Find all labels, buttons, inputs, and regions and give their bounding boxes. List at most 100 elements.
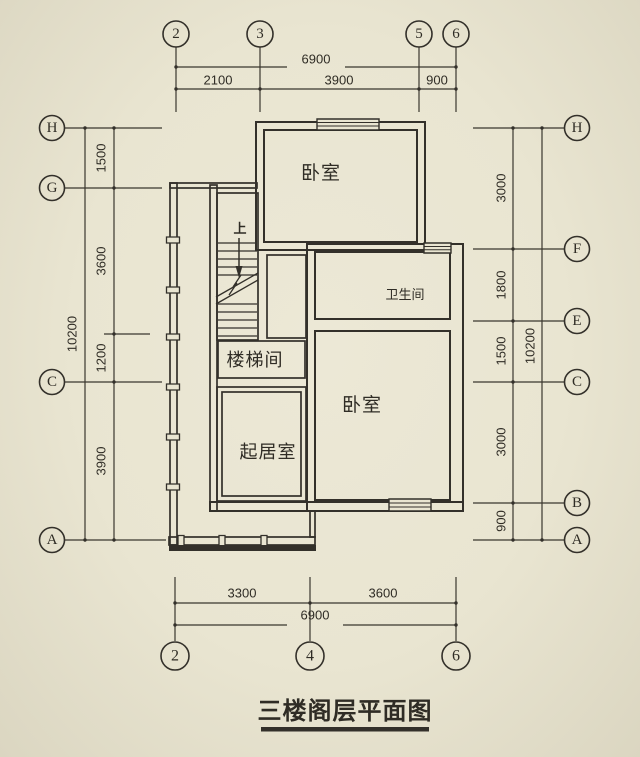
dim-left-seg-3: 1200 — [93, 344, 108, 373]
grid-bubble-right-E: E — [563, 307, 591, 335]
bottom-grid-stubs — [174, 577, 457, 641]
grid-bubble-right-F-circle — [563, 235, 591, 263]
grid-bubble-right-A-circle — [563, 526, 591, 554]
title-underline — [261, 727, 429, 732]
grid-bubble-left-A-circle — [38, 526, 66, 554]
grid-bubble-bottom-4-label: 4 — [306, 648, 314, 665]
stairwell-room-walls — [217, 340, 306, 379]
grid-bubble-right-H-label: H — [572, 120, 583, 136]
grid-bubble-left-A-label: A — [47, 532, 58, 548]
grid-bubble-top-6-label: 6 — [452, 26, 460, 42]
right-grid-lines — [473, 127, 564, 541]
grid-bubble-top-2-label: 2 — [172, 26, 180, 42]
grid-bubble-bottom-6-label: 6 — [452, 648, 460, 665]
grid-bubble-left-H: H — [38, 114, 66, 142]
grid-bubble-left-C-label: C — [47, 374, 57, 390]
dim-bottom-seg-1: 3300 — [228, 586, 257, 601]
grid-bubble-top-6: 6 — [442, 20, 470, 48]
grid-bubble-right-B-label: B — [572, 495, 582, 511]
bedroom-top-inner-wall — [263, 129, 418, 243]
bedroom-top-outer-wall — [255, 121, 426, 251]
grid-bubble-left-C-circle — [38, 368, 66, 396]
balcony-north-wall — [169, 182, 258, 189]
room-label-bedroom-top: 卧室 — [301, 162, 341, 184]
grid-bubble-right-C-label: C — [572, 374, 582, 390]
grid-bubble-right-B: B — [563, 489, 591, 517]
grid-bubble-bottom-6-circle — [441, 641, 471, 671]
grid-bubble-top-3-circle — [246, 20, 274, 48]
grid-bubble-right-F-label: F — [573, 241, 581, 257]
right-dimension-block: 3000 1800 1500 3000 900 10200 H F E C B … — [473, 114, 591, 554]
grid-bubble-top-5: 5 — [405, 20, 433, 48]
dim-right-seg-5: 900 — [493, 510, 508, 532]
balcony-rail-band — [169, 545, 316, 551]
dim-top-seg-2: 3900 — [325, 73, 354, 88]
grid-bubble-right-H: H — [563, 114, 591, 142]
up-arrow-head — [235, 266, 243, 278]
dim-right-seg-4: 3000 — [493, 428, 508, 457]
dim-bottom-overall: 6900 — [301, 608, 330, 623]
drawing-title: 三楼阁层平面图 — [258, 697, 433, 725]
dim-right-seg-2: 1800 — [493, 271, 508, 300]
stair-shaft-walls — [216, 192, 259, 341]
title-block: 三楼阁层平面图 — [258, 697, 433, 732]
bottom-dim-ticks — [173, 601, 458, 627]
left-dimension-block: 1500 3600 1200 3900 10200 H G C A — [38, 114, 166, 554]
room-label-living-room: 起居室 — [240, 442, 297, 463]
stair-treads — [218, 242, 257, 337]
grid-bubble-right-A: A — [563, 526, 591, 554]
dim-top-seg-1: 2100 — [204, 73, 233, 88]
stair-direction-label: 上 — [233, 222, 246, 237]
dim-top-seg-3: 900 — [426, 73, 448, 88]
grid-bubble-top-5-label: 5 — [415, 26, 423, 42]
stair-break-zigzag — [228, 274, 242, 296]
grid-bubble-left-G-circle — [38, 174, 66, 202]
dim-left-seg-1: 1500 — [93, 144, 108, 173]
room-label-bathroom: 卫生间 — [385, 288, 424, 303]
grid-bubble-left-H-circle — [38, 114, 66, 142]
bathroom-walls — [314, 251, 451, 320]
grid-bubble-left-H-label: H — [47, 120, 58, 136]
stair-break-lines — [215, 272, 259, 305]
grid-bubble-left-C: C — [38, 368, 66, 396]
stairs: 上 — [215, 192, 259, 341]
grid-bubble-right-E-label: E — [572, 313, 581, 329]
dim-left-seg-4: 3900 — [93, 447, 108, 476]
grid-bubble-top-6-circle — [442, 20, 470, 48]
grid-bubble-top-2: 2 — [162, 20, 190, 48]
top-dim-ticks — [174, 65, 458, 91]
grid-bubble-top-5-circle — [405, 20, 433, 48]
grid-bubble-left-A: A — [38, 526, 66, 554]
dim-left-overall: 10200 — [64, 316, 79, 352]
balcony-rail-south — [168, 536, 316, 546]
grid-bubble-right-H-circle — [563, 114, 591, 142]
grid-bubble-bottom-2-label: 2 — [171, 648, 179, 665]
dim-right-seg-1: 3000 — [493, 174, 508, 203]
grid-bubble-right-B-circle — [563, 489, 591, 517]
grid-bubble-bottom-2-circle — [160, 641, 190, 671]
grid-bubble-right-C: C — [563, 368, 591, 396]
grid-bubble-right-A-label: A — [572, 532, 583, 548]
balcony-east-return-wall — [309, 510, 316, 538]
left-dim-ticks — [83, 126, 116, 542]
dim-right-overall: 10200 — [522, 328, 537, 364]
grid-bubble-left-G: G — [38, 174, 66, 202]
window-glazing-lines — [317, 122, 451, 508]
grid-bubble-top-3: 3 — [246, 20, 274, 48]
right-dim-ticks — [511, 126, 544, 542]
dim-top-overall: 6900 — [302, 52, 331, 67]
top-grid-stubs — [175, 47, 457, 112]
grid-bubble-top-2-circle — [162, 20, 190, 48]
grid-bubble-top-3-label: 3 — [256, 26, 264, 42]
grid-bubble-left-G-label: G — [47, 180, 58, 196]
left-dim-lines — [84, 128, 150, 540]
dim-left-seg-2: 3600 — [93, 247, 108, 276]
room-labels: 卧室 卫生间 卧室 楼梯间 起居室 — [227, 162, 425, 463]
right-wing-outer-wall — [306, 243, 464, 512]
bottom-dimension-block: 3300 3600 6900 2 4 6 — [160, 577, 471, 671]
dim-right-seg-3: 1500 — [493, 337, 508, 366]
right-dim-lines — [512, 128, 543, 540]
balcony-west-posts — [165, 236, 181, 491]
